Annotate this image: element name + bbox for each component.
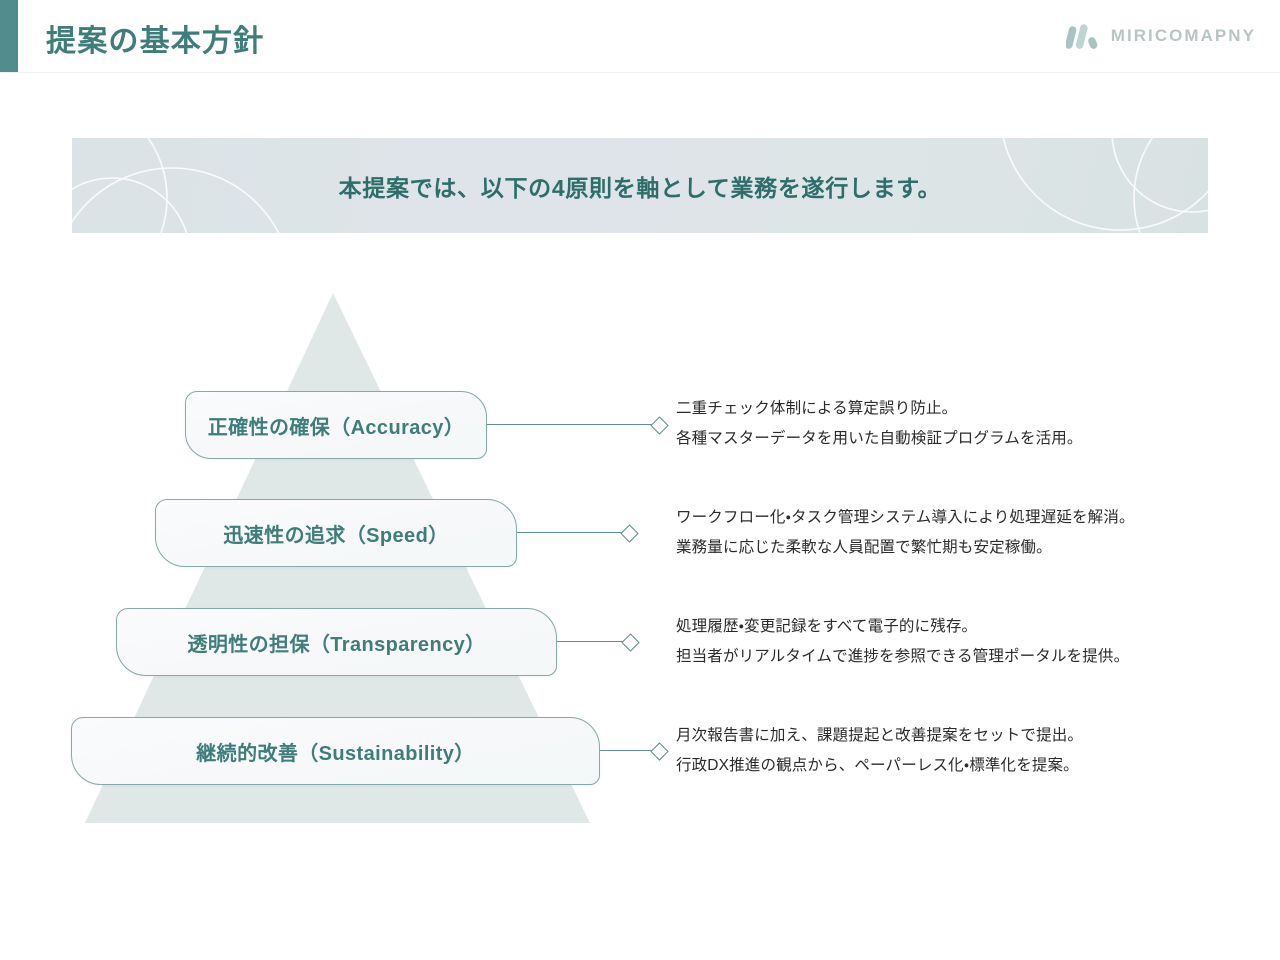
- header-accent-bar: [0, 0, 18, 72]
- banner-text: 本提案では、以下の4原則を軸として業務を遂行します。: [338, 174, 942, 201]
- connector-3: [557, 633, 640, 652]
- headline-banner: 本提案では、以下の4原則を軸として業務を遂行します。: [72, 138, 1208, 233]
- connector-line-3: [557, 641, 626, 642]
- principle-row-1: 正確性の確保（Accuracy）: [185, 391, 669, 459]
- principle-description-1: 二重チェック体制による算定誤り防止。 各種マスターデータを用いた自動検証プログラ…: [676, 394, 1216, 454]
- connector-4: [600, 742, 669, 761]
- principle-description-4: 月次報告書に加え、課題提起と改善提案をセットで提出。 行政DX推進の観点から、ペ…: [676, 721, 1216, 781]
- principle-description-3: 処理履歴・変更記録をすべて電子的に残存。 担当者がリアルタイムで進捗を参照できる…: [676, 612, 1216, 672]
- principle-card-1[interactable]: 正確性の確保（Accuracy）: [185, 391, 487, 459]
- principle-row-3: 透明性の担保（Transparency）: [116, 608, 640, 676]
- slide-header: 提案の基本方針 MIRICOMAPNY: [0, 0, 1280, 73]
- connector-diamond-2: [620, 524, 639, 543]
- connector-1: [487, 416, 669, 435]
- logo-mark-icon: [1065, 24, 1098, 49]
- principle-row-4: 継続的改善（Sustainability）: [71, 717, 669, 785]
- connector-line-2: [517, 532, 625, 533]
- principle-row-2: 迅速性の追求（Speed）: [155, 499, 639, 567]
- connector-diamond-3: [621, 633, 640, 652]
- description-line: 二重チェック体制による算定誤り防止。: [676, 400, 958, 417]
- logo-text: MIRICOMAPNY: [1110, 26, 1256, 45]
- description-line: 月次報告書に加え、課題提起と改善提案をセットで提出。: [676, 727, 1084, 744]
- connector-diamond-1: [650, 416, 669, 435]
- principle-card-label-3: 透明性の担保（Transparency）: [187, 633, 486, 656]
- principle-card-label-2: 迅速性の追求（Speed）: [223, 524, 449, 547]
- principle-card-label-1: 正確性の確保（Accuracy）: [207, 416, 465, 439]
- principle-card-2[interactable]: 迅速性の追求（Speed）: [155, 499, 517, 567]
- principle-description-2: ワークフロー化・タスク管理システム導入により処理遅延を解消。 業務量に応じた柔軟…: [676, 503, 1216, 563]
- description-line: 行政DX推進の観点から、ペーパーレス化・標準化を提案。: [676, 757, 1079, 774]
- header-divider: [0, 72, 1280, 73]
- page-title: 提案の基本方針: [46, 25, 265, 58]
- description-line: 業務量に応じた柔軟な人員配置で繁忙期も安定稼働。: [676, 539, 1052, 556]
- connector-line-4: [600, 750, 655, 751]
- connector-2: [517, 524, 639, 543]
- connector-diamond-4: [650, 742, 669, 761]
- description-line: 各種マスターデータを用いた自動検証プログラムを活用。: [676, 430, 1083, 447]
- principle-card-label-4: 継続的改善（Sustainability）: [196, 742, 475, 765]
- description-line: 処理履歴・変更記録をすべて電子的に残存。: [676, 618, 978, 635]
- principle-card-3[interactable]: 透明性の担保（Transparency）: [116, 608, 557, 676]
- company-logo: MIRICOMAPNY: [1065, 22, 1256, 50]
- principle-card-4[interactable]: 継続的改善（Sustainability）: [71, 717, 600, 785]
- description-line: 担当者がリアルタイムで進捗を参照できる管理ポータルを提供。: [676, 648, 1130, 665]
- connector-line-1: [487, 424, 655, 425]
- description-line: ワークフロー化・タスク管理システム導入により処理遅延を解消。: [676, 509, 1135, 526]
